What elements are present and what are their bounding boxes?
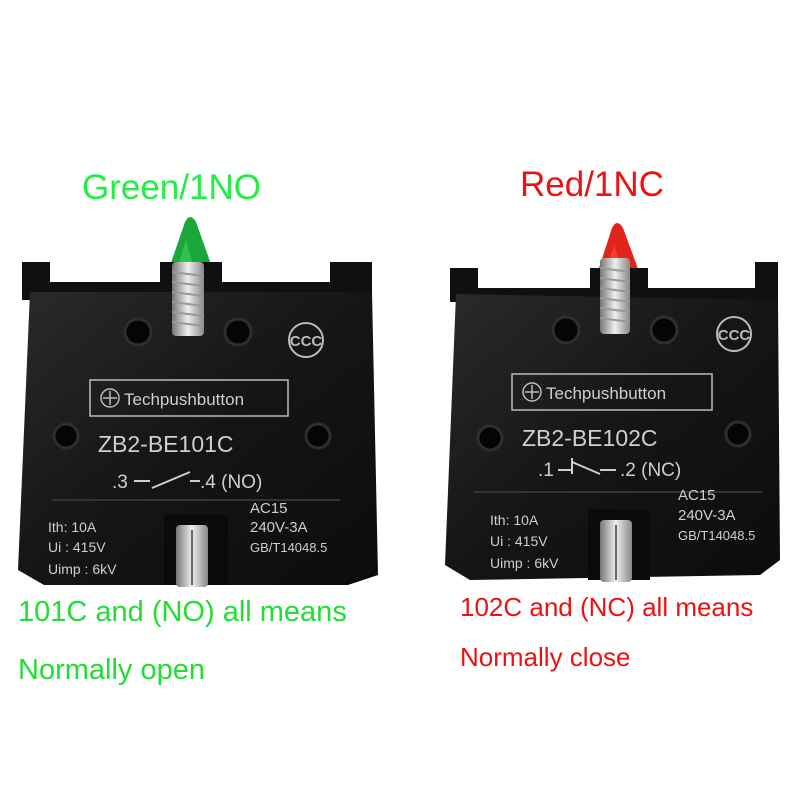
right-standard: GB/T14048.5: [678, 528, 755, 543]
right-contact-block: CCC Techpushbutton ZB2-BE102C .1 .2 (NC)…: [445, 223, 780, 582]
left-caption-line1: 101C and (NO) all means: [18, 596, 347, 628]
right-ac-class: AC15: [678, 487, 716, 504]
right-caption-line1: 102C and (NC) all means: [460, 592, 754, 622]
left-contact-block: CCC Techpushbutton ZB2-BE101C .3 .4 (NO)…: [18, 217, 378, 587]
red-nc-title: Red/1NC: [520, 165, 664, 204]
brand-logo-icon: [100, 388, 120, 408]
right-voltage-current: 240V-3A: [678, 507, 736, 524]
right-uimp-rating: Uimp : 6kV: [490, 555, 559, 571]
right-terminal-b: .2 (NC): [620, 460, 681, 481]
left-uimp-rating: Uimp : 6kV: [48, 561, 117, 577]
left-brand-name: Techpushbutton: [124, 390, 244, 409]
left-ith-rating: Ith: 10A: [48, 519, 97, 535]
svg-text:CCC: CCC: [290, 333, 323, 350]
right-ith-rating: Ith: 10A: [490, 512, 539, 528]
left-standard: GB/T14048.5: [250, 540, 327, 555]
right-brand-name: Techpushbutton: [546, 384, 666, 403]
left-spring-screw: [172, 262, 204, 336]
left-voltage-current: 240V-3A: [250, 519, 308, 536]
right-ui-rating: Ui : 415V: [490, 533, 548, 549]
left-terminal-a: .3: [112, 472, 128, 493]
left-caption-line2: Normally open: [18, 654, 205, 686]
right-terminal-a: .1: [538, 460, 554, 481]
left-ac-class: AC15: [250, 500, 288, 517]
left-model-number: ZB2-BE101C: [98, 431, 234, 457]
left-terminal-b: .4 (NO): [200, 472, 262, 493]
normally-closed-symbol-icon: [558, 458, 616, 475]
ccc-certification-icon: CCC: [288, 322, 324, 358]
ccc-certification-icon: CCC: [716, 316, 752, 352]
right-spring-screw: [600, 258, 630, 334]
svg-text:CCC: CCC: [718, 327, 751, 344]
normally-open-symbol-icon: [134, 471, 200, 489]
left-ui-rating: Ui : 415V: [48, 539, 106, 555]
brand-logo-icon: [522, 382, 542, 402]
green-no-title: Green/1NO: [82, 168, 261, 207]
right-caption-line2: Normally close: [460, 642, 631, 672]
right-model-number: ZB2-BE102C: [522, 425, 658, 451]
